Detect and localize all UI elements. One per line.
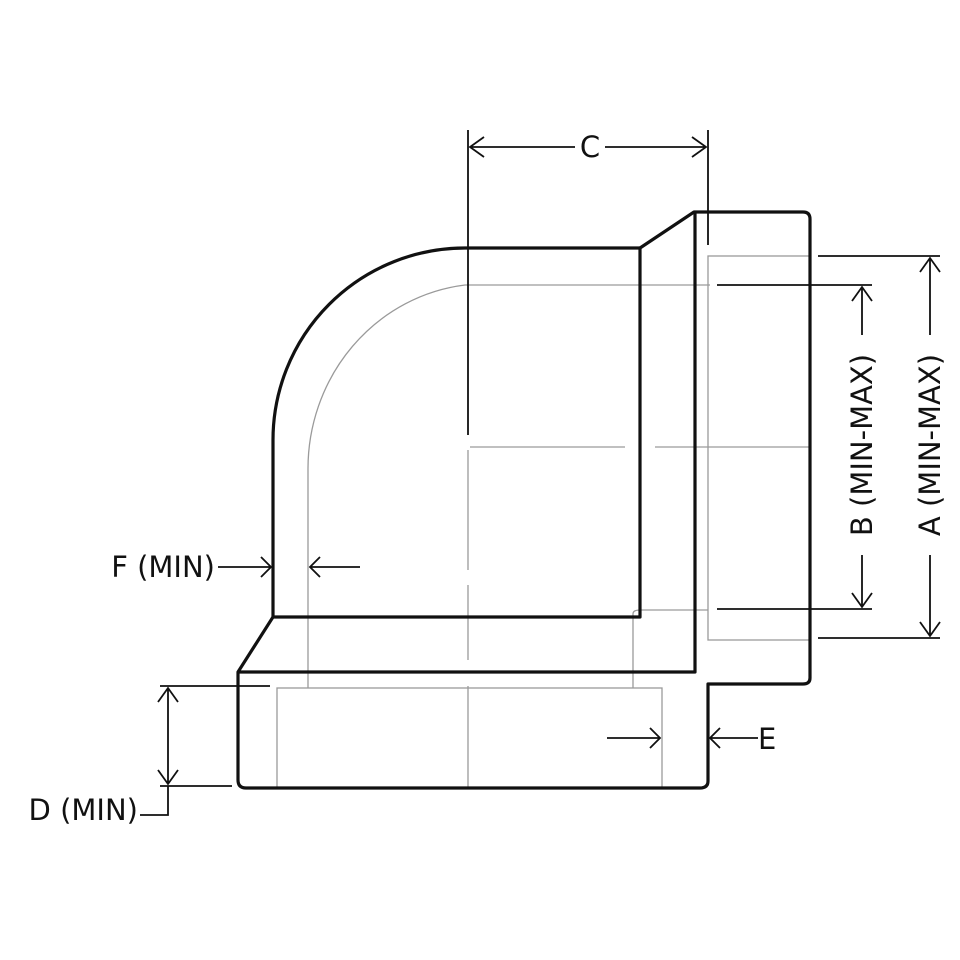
dimension-e-label: E xyxy=(758,722,776,756)
dimension-c-label: C xyxy=(580,130,600,164)
dimension-f: F (MIN) xyxy=(111,550,360,584)
hidden-lines xyxy=(276,255,811,789)
dimension-b-label: B (MIN-MAX) xyxy=(845,354,879,536)
elbow-outline xyxy=(236,210,812,790)
dimension-f-label: F (MIN) xyxy=(111,550,215,584)
dimension-d: D (MIN) xyxy=(29,685,270,827)
dimension-a: A (MIN-MAX) xyxy=(818,255,947,639)
dimension-e: E xyxy=(607,722,776,756)
dimension-d-label: D (MIN) xyxy=(29,793,138,827)
dimension-a-label: A (MIN-MAX) xyxy=(913,354,947,536)
dimension-c: C xyxy=(467,130,709,435)
dimension-b: B (MIN-MAX) xyxy=(717,284,879,610)
